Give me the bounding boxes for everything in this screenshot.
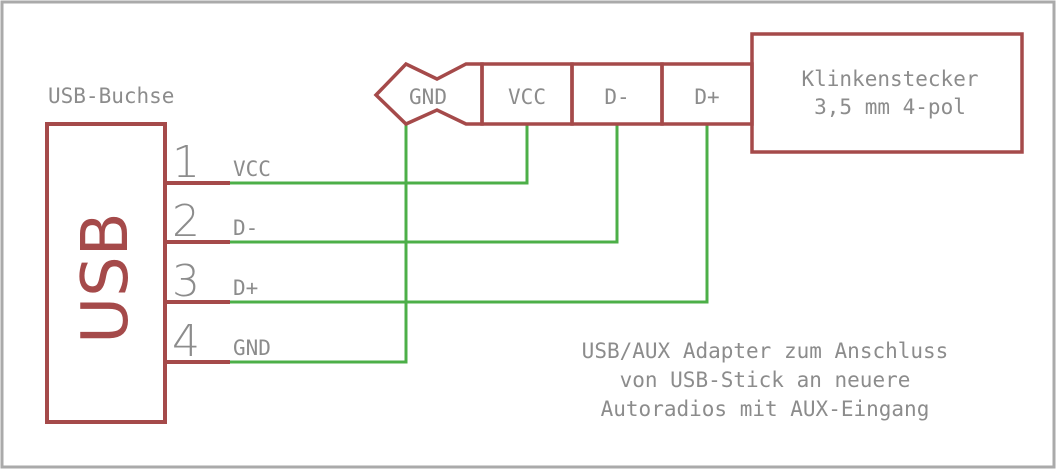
wire-vcc bbox=[230, 124, 529, 185]
jack-body bbox=[750, 32, 1024, 154]
wire-gnd bbox=[230, 124, 408, 364]
jack-contact-vcc-label: VCC bbox=[508, 85, 546, 109]
jack-label-line2: 3,5 mm 4-pol bbox=[814, 95, 966, 119]
pin-1-number: 1 bbox=[172, 137, 200, 188]
wire-dminus bbox=[230, 124, 619, 244]
pin-2-name: D- bbox=[233, 216, 258, 240]
jack-tip-gnd bbox=[373, 61, 484, 127]
wire-dplus bbox=[230, 124, 709, 304]
pin-2-number: 2 bbox=[172, 196, 200, 247]
usb-socket-label: USB-Buchse bbox=[48, 84, 174, 108]
description-line2: von USB-Stick an neuere bbox=[620, 368, 911, 392]
jack-label-line1: Klinkenstecker bbox=[801, 67, 978, 91]
description-line3: Autoradios mit AUX-Eingang bbox=[601, 397, 930, 421]
usb-socket-body-text: USB bbox=[69, 212, 143, 343]
usb-socket-body bbox=[45, 122, 167, 424]
pin-3-name: D+ bbox=[233, 276, 258, 300]
pin-1-name: VCC bbox=[233, 157, 271, 181]
description-line1: USB/AUX Adapter zum Anschluss bbox=[582, 339, 949, 363]
pin-4-name: GND bbox=[233, 336, 271, 360]
jack-contact-dplus-label: D+ bbox=[694, 85, 719, 109]
pin-4-number: 4 bbox=[172, 316, 200, 367]
pin-3-number: 3 bbox=[172, 256, 200, 307]
jack-contact-gnd-label: GND bbox=[409, 85, 447, 109]
jack-contact-dminus-label: D- bbox=[604, 85, 629, 109]
